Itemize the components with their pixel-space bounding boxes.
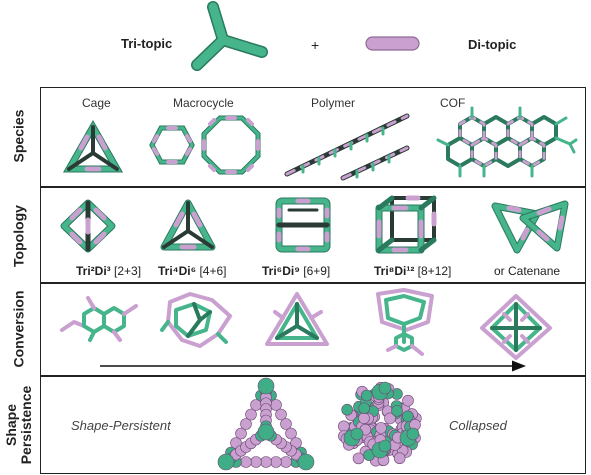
species-panel xyxy=(40,87,586,187)
tritopic-label: Tri-topic xyxy=(121,36,173,51)
conversion-panel xyxy=(40,283,586,376)
shape-persistent-label: Shape-Persistent xyxy=(71,418,171,433)
topology-panel xyxy=(40,187,586,283)
shape-panel xyxy=(40,376,586,474)
ditopic-icon xyxy=(365,36,420,51)
row-label-topology: Topology xyxy=(10,205,27,267)
species-label-macrocycle: Macrocycle xyxy=(173,96,234,110)
topology-label-5: or Catenane xyxy=(494,264,561,278)
collapsed-cage xyxy=(338,381,422,467)
polymer-strands xyxy=(284,113,410,181)
topology-tri8di12 xyxy=(375,195,437,254)
topology-catenane xyxy=(491,200,569,254)
row-label-species: Species xyxy=(10,109,27,163)
topology-tri6di9 xyxy=(275,197,331,253)
macrocycle-small xyxy=(149,125,195,165)
topology-label-3: Tri⁶Di⁹ [6+9] xyxy=(262,264,331,278)
shape-persistent-cage xyxy=(217,377,315,471)
topology-tri4di6 xyxy=(160,199,216,251)
ditopic-label: Di-topic xyxy=(468,37,517,52)
species-label-cof: COF xyxy=(440,96,466,110)
topology-label-1: Tri²Di³ [2+3] xyxy=(76,264,142,278)
row-label-conversion: Conversion xyxy=(10,290,27,368)
plus-sign: + xyxy=(311,37,320,53)
collapsed-label: Collapsed xyxy=(449,418,507,433)
topology-label-4: Tri⁸Di¹² [8+12] xyxy=(374,264,452,278)
conversion-stage-2 xyxy=(160,292,232,348)
conversion-stage-4 xyxy=(376,288,434,356)
cof-framework xyxy=(436,106,578,178)
topology-label-2: Tri⁴Di⁶ [4+6] xyxy=(158,264,227,278)
conversion-arrow xyxy=(100,360,526,372)
tritopic-icon xyxy=(191,1,268,71)
conversion-stage-3 xyxy=(265,292,329,346)
conversion-stage-5 xyxy=(480,294,552,360)
conversion-stage-1 xyxy=(60,296,138,342)
species-label-cage: Cage xyxy=(82,96,111,110)
cage-molecule xyxy=(62,119,124,173)
species-label-polymer: Polymer xyxy=(311,96,356,110)
macrocycle-large xyxy=(201,115,261,175)
topology-tri2di3 xyxy=(60,199,116,253)
